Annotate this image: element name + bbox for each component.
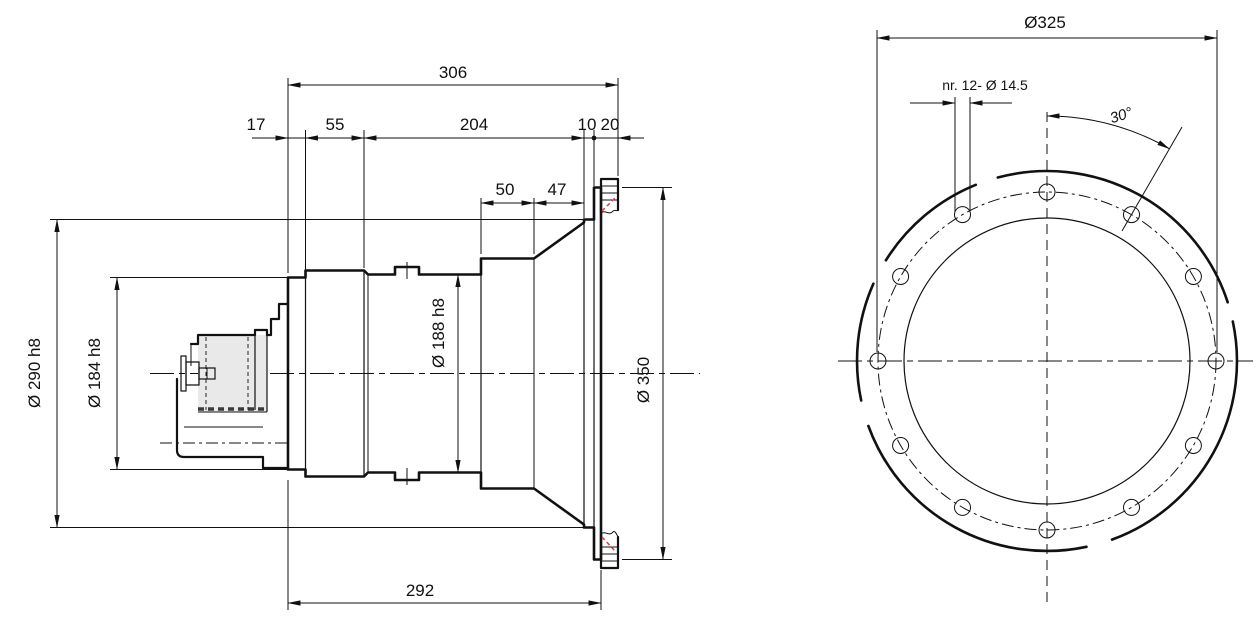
dim-17-label: 17: [247, 115, 266, 134]
dim-holes-note: nr. 12- Ø 14.5: [910, 77, 1028, 212]
dia-325-label: Ø325: [1024, 13, 1066, 32]
dia-188-label: Ø 188 h8: [429, 298, 448, 368]
dim-55-label: 55: [326, 115, 345, 134]
bolt-holes: [869, 183, 1225, 539]
dim-306-label: 306: [439, 63, 467, 82]
holes-note-label: nr. 12- Ø 14.5: [942, 77, 1028, 93]
dia-184-label: Ø 184 h8: [85, 338, 104, 408]
dim-dia-325: Ø325: [876, 13, 1218, 352]
front-view-centerlines: [838, 112, 1253, 608]
dim-50-label: 50: [496, 180, 515, 199]
dim-306: 306: [287, 63, 619, 273]
dim-dot: [591, 135, 597, 141]
wheel-rim-section-bottom: [599, 531, 620, 570]
hub-section-profile: [189, 302, 290, 412]
dim-47-label: 47: [548, 180, 567, 199]
dim-dia-188: Ø 188 h8: [429, 273, 470, 474]
gearbox-body-outline: [286, 186, 603, 561]
dim-dia-350: Ø 350: [622, 186, 672, 561]
dim-chain-17-55-204-10-20: 17 55 204 10 20: [247, 115, 644, 272]
dim-204-label: 204: [460, 115, 488, 134]
wheel-rim-section-top: [599, 177, 620, 215]
dim-292: 292: [287, 480, 602, 610]
dim-dia-184: Ø 184 h8: [85, 276, 302, 471]
side-view: 306 17 55 204 10 20 50 47: [25, 63, 700, 610]
dia-290-label: Ø 290 h8: [25, 338, 44, 408]
dim-dia-290: Ø 290 h8: [25, 218, 586, 529]
flange-outer-circle: [855, 169, 1239, 553]
dia-350-label: Ø 350: [634, 357, 653, 403]
spline-bore-region: [198, 335, 267, 413]
dim-50-47: 50 47: [480, 180, 585, 254]
angle-30-label: 30°: [1108, 104, 1135, 127]
front-view: Ø325 nr. 12- Ø 14.5 30°: [838, 13, 1253, 608]
dim-10-label: 10: [578, 115, 597, 134]
dim-20-label: 20: [601, 115, 620, 134]
hub-outer-profile: [175, 377, 290, 470]
pilot-inner-circle: [903, 217, 1191, 505]
dim-angle-30: 30°: [1046, 104, 1183, 232]
bolt-circle: [877, 191, 1217, 531]
shaft-retaining-bolt: [180, 355, 216, 392]
dim-292-label: 292: [406, 581, 434, 600]
